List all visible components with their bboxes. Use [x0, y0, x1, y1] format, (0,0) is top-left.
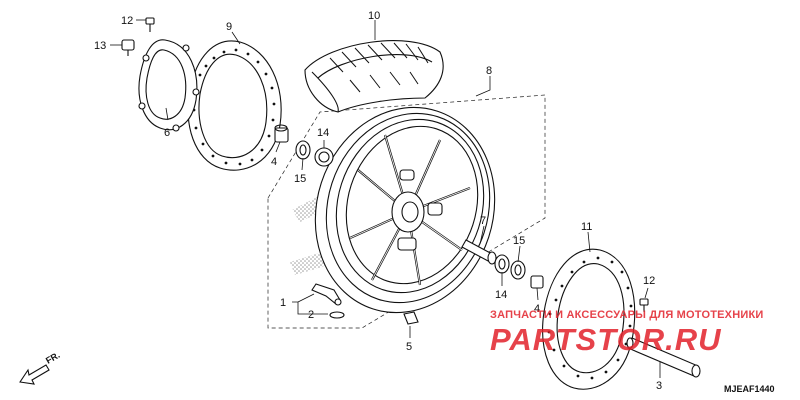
callout-4-right: 4 — [534, 303, 540, 315]
callout-8: 10 — [368, 10, 380, 22]
bolt-12-upper — [145, 17, 155, 32]
brake-disc-right-part — [542, 248, 636, 390]
valve-part — [311, 283, 342, 306]
front-arrow-icon — [19, 364, 50, 385]
axle-part — [626, 337, 701, 378]
callout-3: 3 — [656, 380, 662, 392]
callout-6: 7 — [480, 215, 486, 227]
front-direction-indicator: FR. — [19, 350, 62, 385]
callout-2: 2 — [308, 309, 314, 321]
balance-weight-part — [403, 311, 419, 325]
tire-part — [304, 40, 444, 113]
callouts: 12 13 9 6 10 8 4 14 15 7 15 14 4 11 12 3… — [94, 10, 662, 392]
diagram-code: MJEAF1440 — [724, 384, 775, 394]
bearing-14-left — [314, 147, 334, 167]
callout-14-left: 14 — [317, 127, 329, 139]
collar-4-left — [274, 124, 289, 143]
collar-4-right — [530, 275, 544, 289]
callout-7: 8 — [486, 65, 492, 77]
seal-15-left — [295, 140, 311, 160]
disc-bracket-part — [138, 39, 200, 132]
callout-13: 13 — [94, 40, 106, 52]
callout-15-right: 15 — [513, 235, 525, 247]
callout-15-left: 15 — [294, 173, 306, 185]
bolt-13 — [121, 39, 135, 56]
front-label: FR. — [44, 350, 62, 366]
watermark-tagline: ЗАПЧАСТИ И АКСЕССУАРЫ ДЛЯ МОТОТЕХНИКИ — [490, 309, 763, 321]
bolt-12-lower — [639, 298, 649, 312]
callout-12-upper: 12 — [121, 15, 133, 27]
callout-12-lower: 12 — [643, 275, 655, 287]
leader-lines — [110, 19, 661, 378]
seal-15-right — [510, 260, 526, 280]
distance-collar-6 — [461, 239, 497, 265]
callout-10: 9 — [226, 21, 232, 33]
brake-disc-left-part — [187, 40, 282, 171]
callout-14-right: 14 — [495, 289, 507, 301]
callout-1: 1 — [280, 297, 286, 309]
callout-11: 11 — [581, 221, 592, 233]
watermark: ЗАПЧАСТИ И АКСЕССУАРЫ ДЛЯ МОТОТЕХНИКИ PA… — [490, 309, 763, 357]
wheel-group-outline — [267, 94, 546, 329]
watermark-brand: PARTSTOR.RU — [490, 322, 722, 357]
callout-4-left: 4 — [271, 156, 277, 168]
callout-9: 5 — [406, 341, 412, 353]
wheel-rim-part — [290, 106, 496, 314]
callout-5: 6 — [164, 127, 170, 139]
valve-washer-part — [329, 311, 345, 319]
bearing-14-right — [494, 254, 510, 274]
